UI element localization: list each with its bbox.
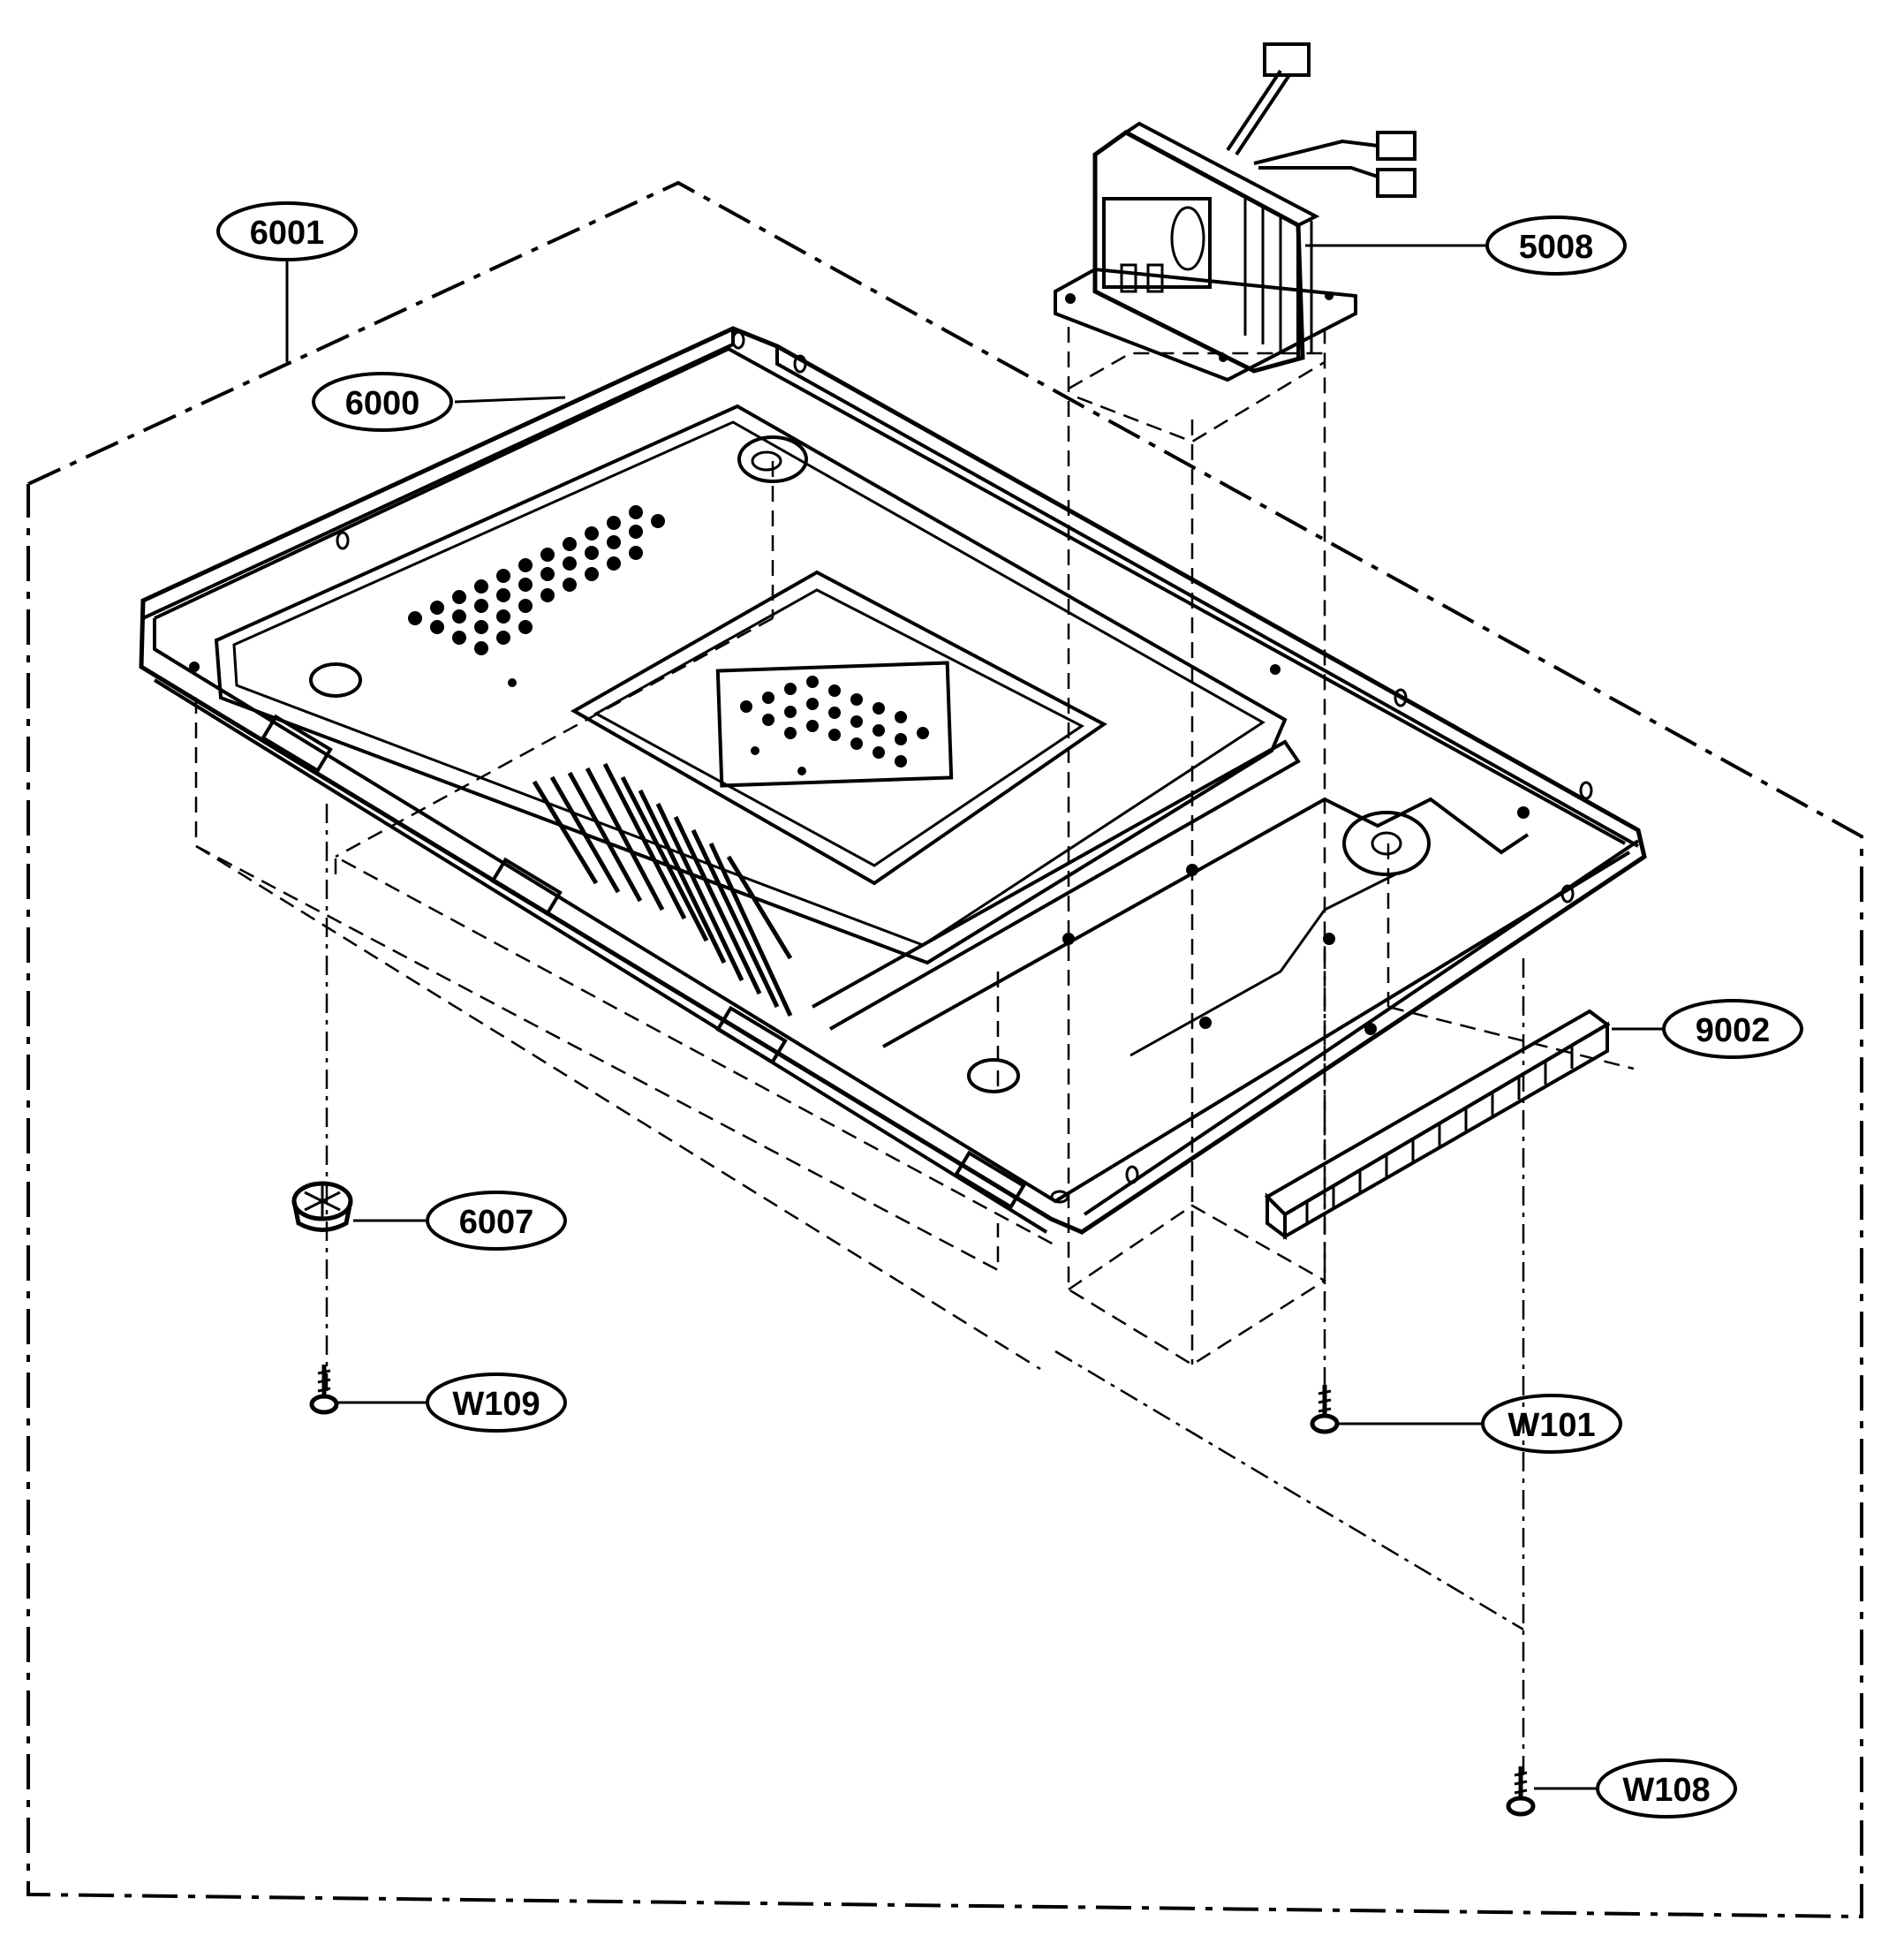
foot-6007 [291, 1181, 353, 1232]
screw-w101 [1310, 1385, 1340, 1434]
part-9002-strip [1264, 1009, 1611, 1240]
callout-label-w101: W101 [1507, 1407, 1595, 1444]
callout-w108: W108 [1596, 1758, 1737, 1819]
callout-w109: W109 [426, 1373, 567, 1433]
transformer-projection-box [1067, 327, 1326, 1366]
callout-label-w108: W108 [1622, 1772, 1710, 1809]
assembly-boundary-6001 [26, 180, 1863, 1919]
callout-label-9002: 9002 [1696, 1012, 1771, 1049]
callout-w101: W101 [1481, 1394, 1622, 1454]
projection-lines [194, 461, 1635, 1780]
callout-5008: 5008 [1485, 216, 1627, 276]
vent-slots [532, 762, 793, 1017]
callout-label-5008: 5008 [1519, 229, 1594, 266]
callout-9002: 9002 [1662, 999, 1803, 1059]
callout-6000: 6000 [312, 372, 453, 432]
callout-6007: 6007 [426, 1191, 567, 1251]
transformer-5008 [1054, 42, 1417, 382]
center-grid-holes [740, 676, 929, 768]
base-plate-6000 [139, 326, 1647, 1235]
callout-6001: 6001 [216, 201, 358, 261]
callout-label-w109: W109 [452, 1386, 540, 1423]
screw-w109 [309, 1365, 339, 1415]
screw-w108 [1506, 1766, 1536, 1817]
callout-label-6007: 6007 [459, 1204, 534, 1241]
callout-label-6000: 6000 [345, 385, 420, 422]
vent-hole-cluster [408, 505, 665, 655]
callout-label-6001: 6001 [250, 215, 325, 252]
leader-lines [285, 244, 1665, 1790]
